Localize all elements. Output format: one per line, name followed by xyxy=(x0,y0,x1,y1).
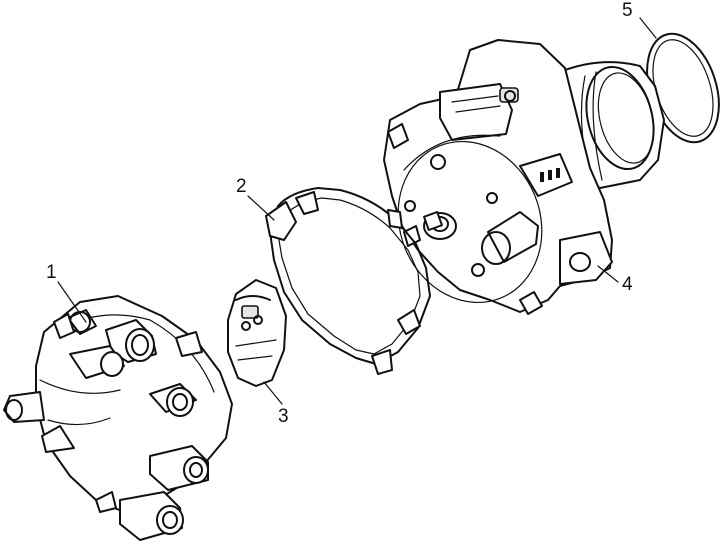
callout-2: 2 xyxy=(236,176,247,197)
leader-line-1 xyxy=(57,281,87,323)
leader-line-2 xyxy=(247,195,275,221)
gasket xyxy=(265,187,431,375)
callout-1: 1 xyxy=(46,262,57,283)
callout-4: 4 xyxy=(622,274,633,295)
callout-3: 3 xyxy=(278,406,289,427)
leader-line-5 xyxy=(639,17,657,39)
leader-lines xyxy=(57,17,657,405)
leader-line-3 xyxy=(263,381,283,405)
leader-line-4 xyxy=(597,265,619,283)
rotor xyxy=(227,279,287,387)
callout-5: 5 xyxy=(622,0,633,21)
distributor-housing xyxy=(383,39,665,315)
distributor-cap xyxy=(3,295,233,541)
